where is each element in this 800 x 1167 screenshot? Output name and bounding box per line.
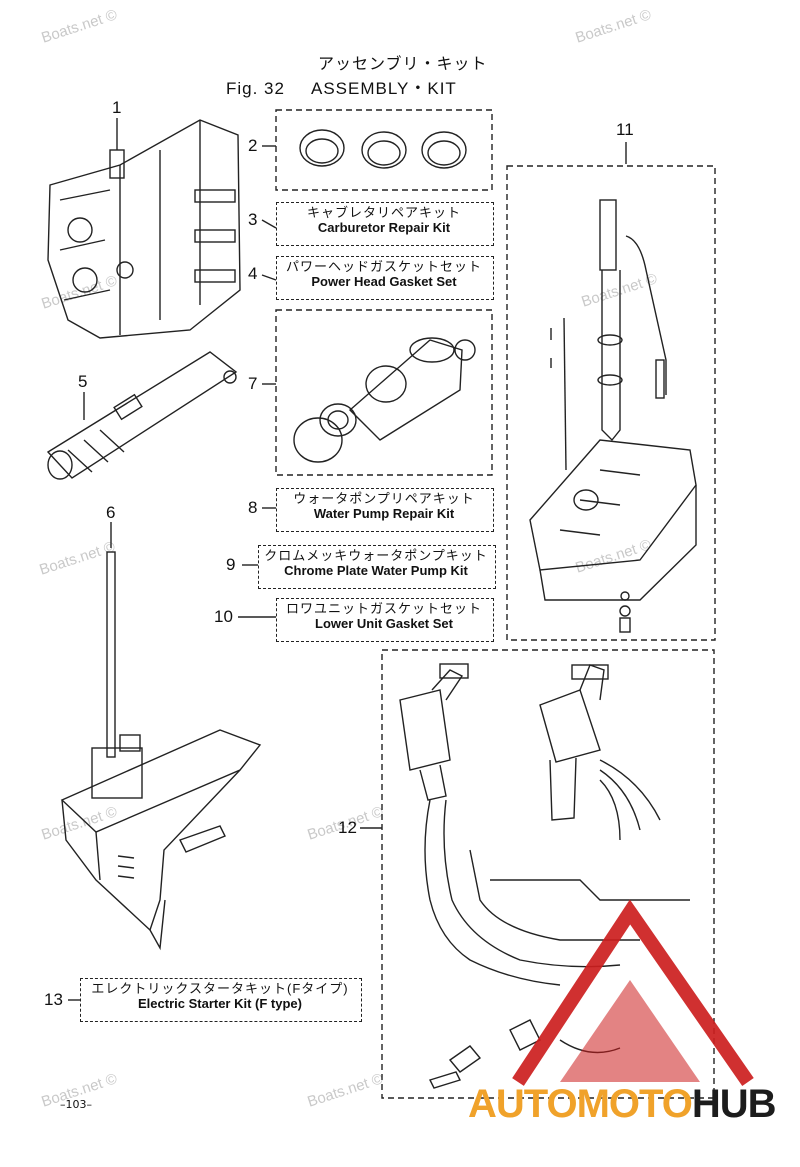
title-japanese: アッセンブリ・キット bbox=[318, 54, 488, 73]
group-box-7 bbox=[275, 309, 493, 476]
part-number-1: 1 bbox=[112, 98, 122, 117]
part-number-7: 7 bbox=[248, 374, 258, 393]
kit-label-en: Water Pump Repair Kit bbox=[313, 505, 455, 521]
part-number-12: 12 bbox=[338, 818, 357, 837]
brand-text-hub: HUB bbox=[691, 1082, 777, 1126]
kit-label-en: Chrome Plate Water Pump Kit bbox=[284, 562, 468, 578]
kit-label-electric-starter: エレクトリックスタータキット(Fタイプ) Electric Starter Ki… bbox=[80, 981, 360, 1012]
kit-box-electric-starter bbox=[80, 978, 362, 1022]
page-number: –103– bbox=[60, 1098, 92, 1111]
group-box-11 bbox=[506, 165, 716, 641]
brand-logo-mark bbox=[512, 899, 754, 1086]
group-box-12 bbox=[381, 649, 715, 1099]
kit-label-jp: エレクトリックスタータキット(Fタイプ) bbox=[91, 981, 349, 996]
part-number-8: 8 bbox=[248, 498, 258, 517]
kit-box-water-pump bbox=[276, 488, 494, 532]
leader-line-4 bbox=[261, 274, 277, 281]
kit-label-jp: パワーヘッドガスケットセット bbox=[285, 259, 482, 274]
kit-label-en: Carburetor Repair Kit bbox=[317, 219, 451, 235]
kit-box-chrome-plate bbox=[258, 545, 496, 589]
brand-text-auto: AUTOMOTO bbox=[468, 1082, 693, 1126]
kit-label-jp: ロワユニットガスケットセット bbox=[285, 601, 482, 616]
kit-box-power-head bbox=[276, 256, 494, 300]
figure-title: Fig. 32 ASSEMBLY・KIT bbox=[226, 74, 457, 99]
brand-logo-inner bbox=[560, 980, 700, 1082]
remote-control-drawing bbox=[399, 663, 690, 1089]
group-box-2 bbox=[275, 109, 493, 191]
figure-number: Fig. 32 bbox=[226, 79, 285, 98]
part-number-3: 3 bbox=[248, 210, 258, 229]
kit-label-jp: ウォータポンプリペアキット bbox=[293, 491, 475, 506]
kit-box-carburetor bbox=[276, 202, 494, 246]
kit-label-chrome-plate: クロムメッキウォータポンプキット Chrome Plate Water Pump… bbox=[258, 548, 494, 579]
kit-label-en: Lower Unit Gasket Set bbox=[315, 615, 453, 631]
part-number-9: 9 bbox=[226, 555, 236, 574]
kit-label-power-head: パワーヘッドガスケットセット Power Head Gasket Set bbox=[276, 259, 492, 290]
lower-unit-drawing bbox=[60, 551, 262, 951]
brand-logo-text: AUTOMOTOHUB bbox=[468, 1082, 777, 1127]
kit-box-lower-unit bbox=[276, 598, 494, 642]
part-number-5: 5 bbox=[78, 372, 88, 391]
kit-label-carburetor: キャブレタリペアキット Carburetor Repair Kit bbox=[276, 205, 492, 236]
kit-label-en: Power Head Gasket Set bbox=[311, 273, 457, 289]
figure-title-english: ASSEMBLY・KIT bbox=[310, 79, 457, 98]
kit-label-en: Electric Starter Kit (F type) bbox=[138, 995, 302, 1011]
part-number-13: 13 bbox=[44, 990, 63, 1009]
part-number-6: 6 bbox=[106, 503, 116, 522]
part-number-11: 11 bbox=[616, 120, 634, 139]
piston-rings-drawing bbox=[299, 129, 467, 169]
kit-label-water-pump: ウォータポンプリペアキット Water Pump Repair Kit bbox=[276, 491, 492, 522]
lower-casing-drawing bbox=[529, 199, 697, 633]
kit-label-jp: キャブレタリペアキット bbox=[306, 205, 461, 220]
drive-shaft-housing-drawing bbox=[46, 351, 238, 480]
part-number-2: 2 bbox=[248, 136, 258, 155]
kit-label-jp: クロムメッキウォータポンプキット bbox=[264, 548, 488, 563]
kit-label-lower-unit: ロワユニットガスケットセット Lower Unit Gasket Set bbox=[276, 601, 492, 632]
part-number-4: 4 bbox=[248, 264, 258, 283]
water-pump-drawing bbox=[293, 337, 476, 463]
power-head-drawing bbox=[47, 119, 241, 339]
leader-line-3 bbox=[261, 219, 277, 229]
part-number-10: 10 bbox=[214, 607, 233, 626]
